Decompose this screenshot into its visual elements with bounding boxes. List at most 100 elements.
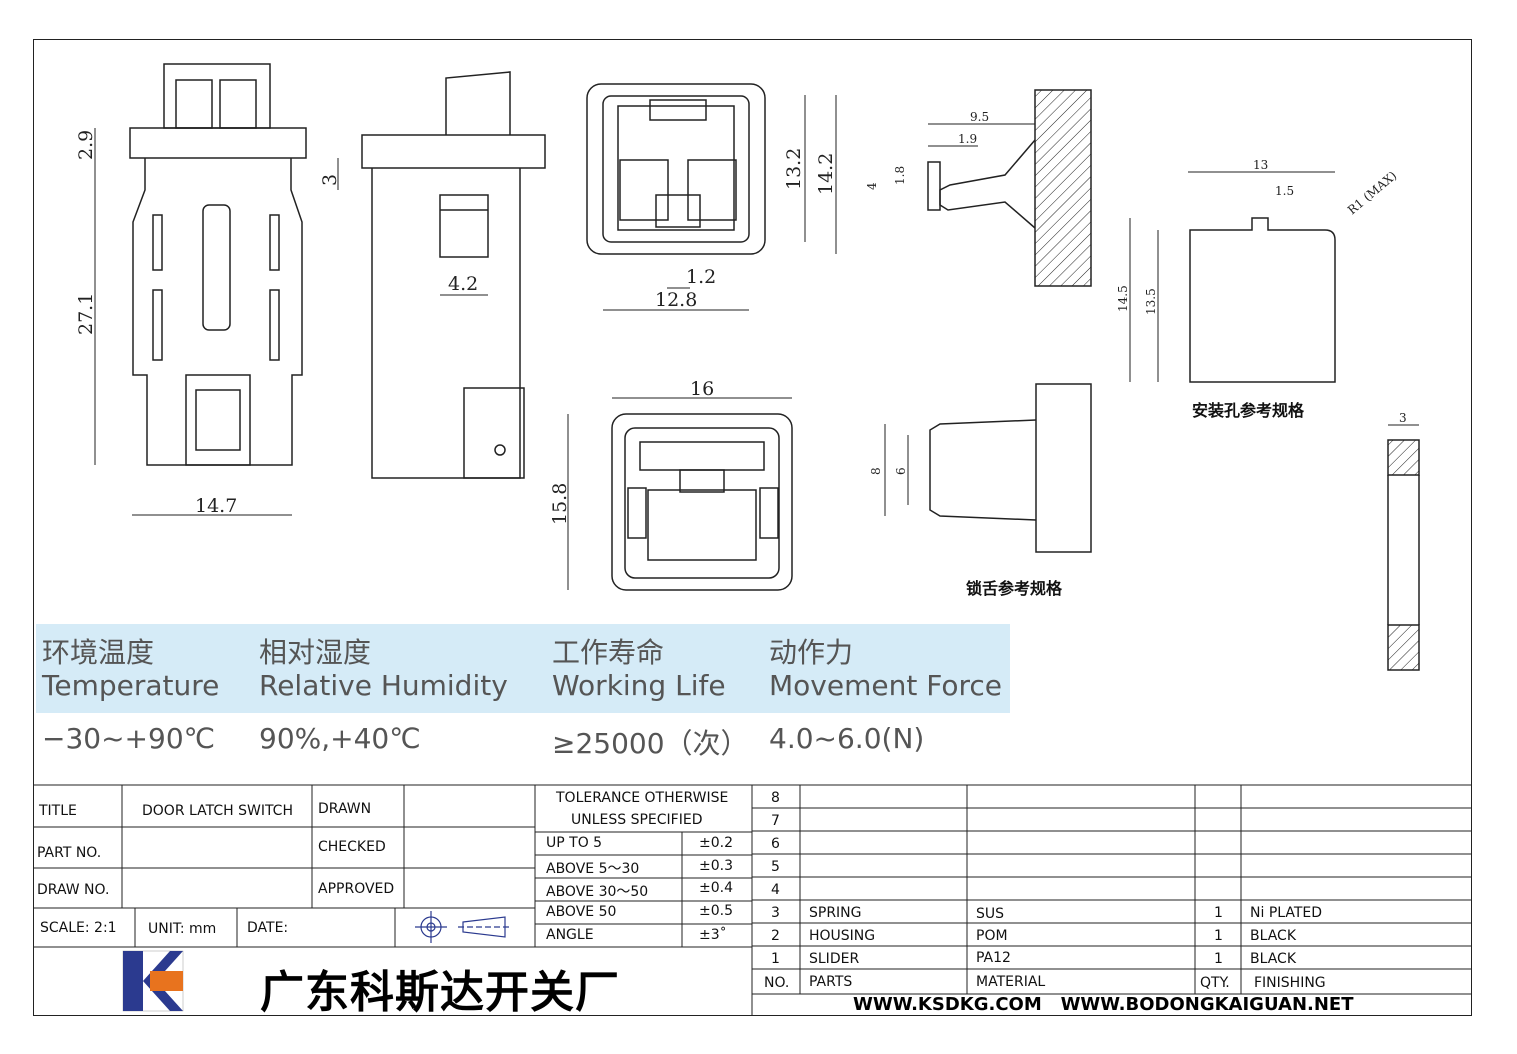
tolerance-range-1: UP TO 5	[546, 835, 603, 851]
bom-part-1: SLIDER	[809, 951, 860, 967]
spec-force-en: Movement Force	[769, 669, 1002, 702]
bom-no-8: 8	[771, 790, 780, 806]
tolerance-range-4: ABOVE 50	[546, 904, 617, 920]
bom-no-7: 7	[771, 813, 780, 829]
bom-finish-2: BLACK	[1250, 928, 1297, 944]
company-name: 广东科斯达开关厂	[260, 967, 620, 1018]
side-view-left	[129, 63, 307, 466]
tolerance-range-3: ABOVE 30～50	[546, 884, 649, 900]
bom-header-parts: PARTS	[809, 974, 853, 990]
bom-finish-1: BLACK	[1250, 951, 1297, 967]
spec-force-value: 4.0~6.0(N)	[769, 722, 925, 755]
spec-temperature-value: −30~+90℃	[42, 722, 216, 755]
bom-material-2: POM	[976, 928, 1008, 944]
dim-1-9: 1.9	[958, 132, 977, 146]
dim-8: 8	[869, 467, 883, 475]
bom-no-3: 3	[771, 905, 780, 921]
dim-6: 6	[894, 467, 908, 475]
tolerance-value-3: ±0.4	[699, 880, 733, 896]
latch-spec-caption: 锁舌参考规格	[966, 579, 1063, 598]
spec-humidity: 相对湿度 Relative Humidity	[259, 636, 508, 702]
approved-label: APPROVED	[318, 881, 395, 897]
dim-4: 4	[865, 182, 879, 190]
checked-label: CHECKED	[318, 839, 386, 855]
company-logo-icon	[122, 950, 184, 1012]
dim-14-2: 14.2	[815, 153, 837, 195]
bom-no-5: 5	[771, 859, 780, 875]
scale-label: SCALE: 2:1	[40, 920, 117, 936]
dim-14-7: 14.7	[195, 495, 237, 517]
part-no-label: PART NO.	[37, 845, 102, 861]
bom-material-3: SUS	[976, 906, 1005, 922]
spec-life-value: ≥25000（次）	[552, 727, 749, 760]
bom-material-1: PA12	[976, 950, 1011, 966]
dim-9-5: 9.5	[970, 110, 989, 124]
dim-13: 13	[1253, 158, 1268, 172]
dim-13-2: 13.2	[783, 148, 805, 190]
drawn-label: DRAWN	[318, 801, 372, 817]
dim-16: 16	[690, 378, 714, 400]
bom-part-3: SPRING	[809, 905, 862, 921]
tolerance-value-2: ±0.3	[699, 858, 733, 874]
bom-no-2: 2	[771, 928, 780, 944]
latch-profile	[927, 89, 1092, 287]
title-value: DOOR LATCH SWITCH	[142, 803, 293, 819]
dim-panel-3: 3	[1399, 411, 1407, 425]
spec-life: 工作寿命 Working Life	[552, 636, 726, 702]
spec-band	[36, 624, 1010, 713]
dim-4-2: 4.2	[448, 273, 478, 295]
tolerance-header-2: UNLESS SPECIFIED	[571, 812, 703, 828]
hole-spec-caption: 安装孔参考规格	[1192, 401, 1305, 420]
dim-r1-max: R1 (MAX)	[1345, 168, 1399, 217]
dim-27-1: 27.1	[75, 293, 97, 335]
tolerance-value-1: ±0.2	[699, 835, 733, 851]
dim-12-8: 12.8	[655, 289, 697, 311]
bom-qty-2: 1	[1214, 928, 1223, 944]
unit-label: UNIT: mm	[148, 921, 217, 937]
bom-qty-3: 1	[1214, 905, 1223, 921]
dim-14-5: 14.5	[1116, 285, 1130, 312]
spec-life-zh: 工作寿命	[552, 636, 665, 669]
tolerance-range-5: ANGLE	[546, 927, 594, 943]
projection-symbol-icon	[415, 911, 512, 943]
bom-header-no: NO.	[764, 975, 790, 991]
draw-no-label: DRAW NO.	[37, 882, 110, 898]
top-view	[586, 83, 766, 255]
spec-temperature-en: Temperature	[42, 669, 220, 702]
spec-force: 动作力 Movement Force	[769, 636, 1002, 702]
tolerance-header-1: TOLERANCE OTHERWISE	[556, 790, 729, 806]
title-label: TITLE	[39, 803, 77, 819]
tolerance-value-4: ±0.5	[699, 903, 733, 919]
bom-header-finishing: FINISHING	[1254, 975, 1326, 991]
bom-no-1: 1	[771, 951, 780, 967]
dim-2-9: 2.9	[75, 130, 97, 160]
spec-humidity-value: 90%,+40℃	[259, 722, 421, 755]
bom-no-6: 6	[771, 836, 780, 852]
spec-force-zh: 动作力	[769, 636, 854, 669]
bom-header-material: MATERIAL	[976, 974, 1046, 990]
bom-finish-3: Ni PLATED	[1250, 905, 1323, 921]
side-view-middle	[361, 71, 546, 479]
dim-3: 3	[319, 174, 341, 186]
bom-header-qty: QTY.	[1200, 975, 1230, 991]
dim-1-5: 1.5	[1275, 184, 1294, 198]
panel-section	[1387, 439, 1420, 671]
spec-humidity-en: Relative Humidity	[259, 669, 508, 702]
bom-part-2: HOUSING	[809, 928, 876, 944]
dim-15-8: 15.8	[549, 483, 571, 525]
bom-qty-1: 1	[1214, 951, 1223, 967]
latch-bottom	[929, 383, 1092, 553]
front-view	[611, 413, 793, 591]
bom-no-4: 4	[771, 882, 780, 898]
spec-temperature-zh: 环境温度	[42, 636, 155, 669]
spec-humidity-zh: 相对湿度	[259, 636, 372, 669]
spec-temperature: 环境温度 Temperature	[42, 636, 219, 702]
dim-1-2: 1.2	[686, 266, 716, 288]
dim-1-8: 1.8	[893, 166, 907, 185]
spec-life-en: Working Life	[552, 669, 726, 702]
mounting-hole	[1189, 217, 1336, 383]
tolerance-range-2: ABOVE 5～30	[546, 861, 640, 877]
date-label: DATE:	[247, 920, 289, 936]
website-links[interactable]: WWW.KSDKG.COM WWW.BODONGKAIGUAN.NET	[853, 994, 1354, 1015]
